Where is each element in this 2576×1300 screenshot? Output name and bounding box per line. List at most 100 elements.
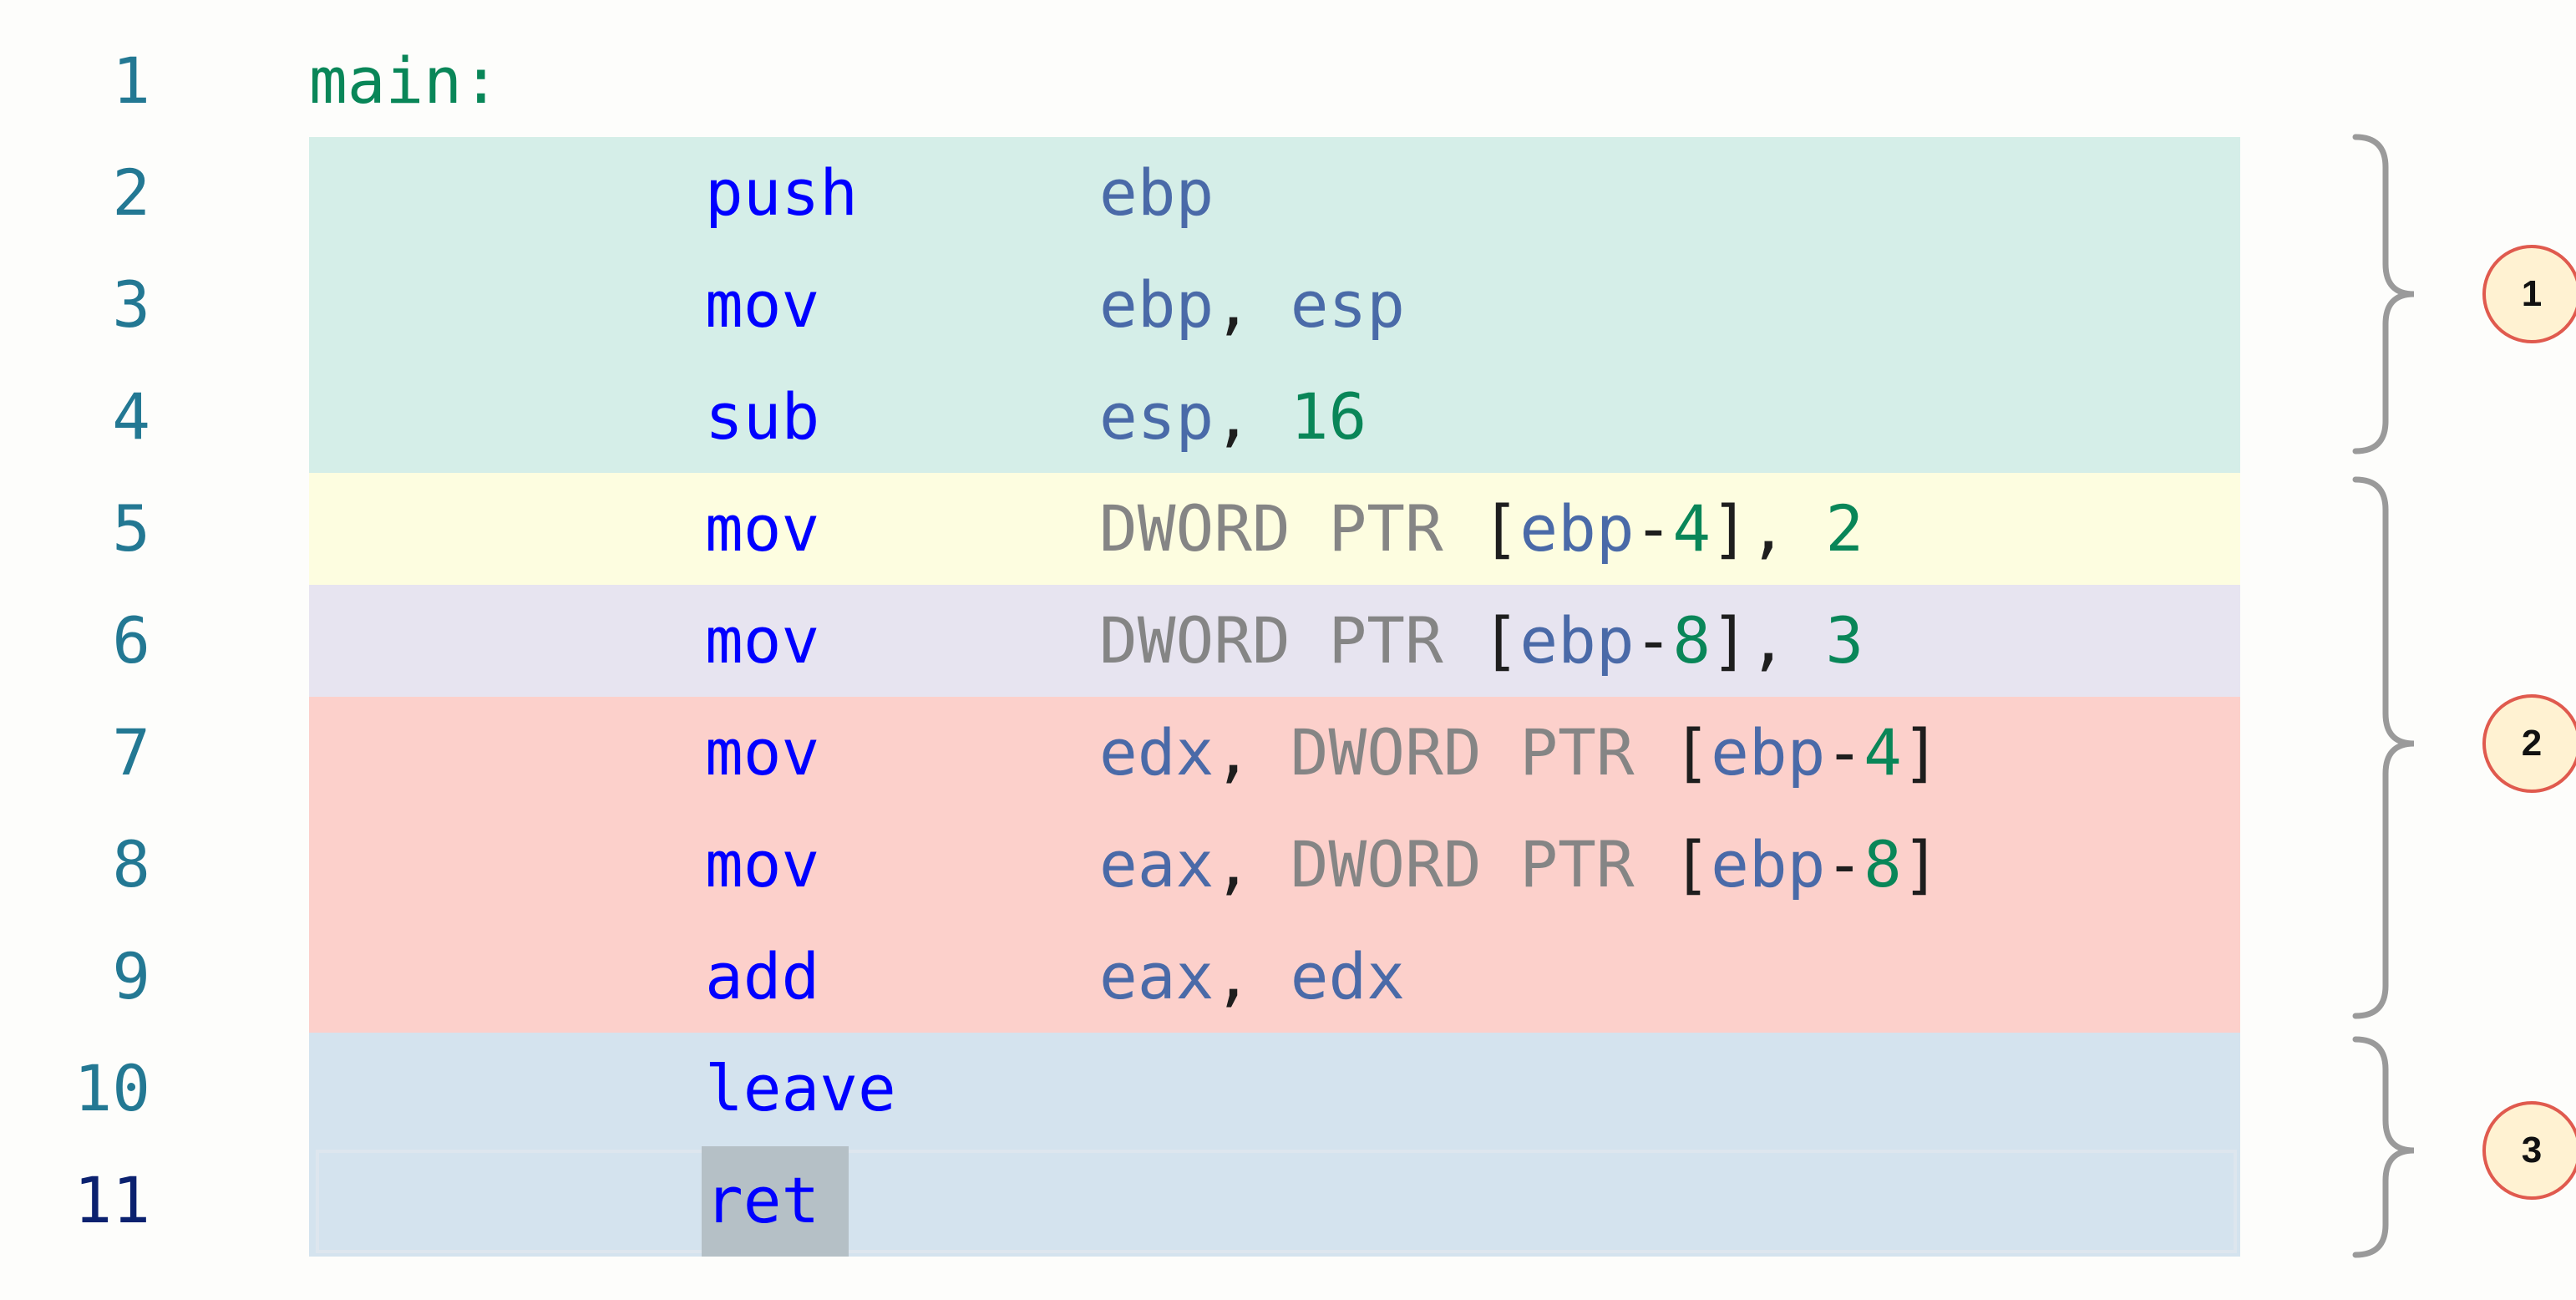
instruction-operands: DWORD PTR [ebp-8], 3 xyxy=(1099,585,1864,697)
brace-1 xyxy=(2352,134,2415,454)
code-line-2[interactable]: 2 push ebp xyxy=(0,137,2255,249)
instruction-operands: edx, DWORD PTR [ebp-4] xyxy=(1099,697,1940,809)
instruction-operands: eax, edx xyxy=(1099,921,1405,1033)
code-line-4[interactable]: 4 sub esp, 16 xyxy=(0,361,2255,473)
instruction-mnemonic: mov xyxy=(705,827,820,901)
operand-token: DWORD PTR xyxy=(1099,603,1482,678)
line-number: 9 xyxy=(112,939,150,1013)
instruction-operands: ebp, esp xyxy=(1099,249,1405,361)
annotation-marker-2: 2 xyxy=(2482,694,2576,793)
brace-3 xyxy=(2352,1036,2415,1258)
operand-token: DWORD PTR xyxy=(1290,827,1673,901)
instruction-mnemonic: ret xyxy=(705,1163,820,1237)
operand-token: , xyxy=(1214,267,1291,342)
annotation-marker-1: 1 xyxy=(2482,245,2576,343)
instruction-mnemonic: add xyxy=(705,939,820,1013)
line-highlight xyxy=(309,921,2240,1033)
operand-token: - xyxy=(1634,603,1673,678)
operand-token: 4 xyxy=(1864,715,1902,790)
instruction-mnemonic: mov xyxy=(705,603,820,678)
line-number: 4 xyxy=(112,379,150,454)
line-highlight xyxy=(309,361,2240,473)
operand-token: DWORD PTR xyxy=(1290,715,1673,790)
current-line-border xyxy=(316,1150,2237,1253)
brace-2 xyxy=(2352,476,2415,1019)
line-number: 2 xyxy=(112,155,150,230)
operand-token: , xyxy=(1214,715,1291,790)
instruction-mnemonic: mov xyxy=(705,491,820,566)
operand-token: ebp xyxy=(1711,827,1826,901)
instruction-mnemonic: sub xyxy=(705,379,820,454)
operand-token: [ xyxy=(1672,715,1711,790)
instruction-operands: ebp xyxy=(1099,137,1214,249)
code-line-5[interactable]: 5 mov DWORD PTR [ebp-4], 2 xyxy=(0,473,2255,585)
instruction-mnemonic: mov xyxy=(705,267,820,342)
operand-token: - xyxy=(1825,827,1864,901)
operand-token: [ xyxy=(1481,491,1520,566)
code-label: main: xyxy=(309,43,500,118)
operand-token: DWORD PTR xyxy=(1099,491,1482,566)
code-line-9[interactable]: 9 add eax, edx xyxy=(0,921,2255,1033)
operand-token: - xyxy=(1825,715,1864,790)
line-number: 6 xyxy=(112,603,150,678)
operand-token: edx xyxy=(1099,715,1214,790)
operand-token: 8 xyxy=(1672,603,1711,678)
line-highlight xyxy=(309,585,2240,697)
operand-token: 16 xyxy=(1290,379,1367,454)
line-number: 7 xyxy=(112,715,150,790)
operand-token: eax xyxy=(1099,827,1214,901)
operand-token: , xyxy=(1214,379,1291,454)
instruction-operands: DWORD PTR [ebp-4], 2 xyxy=(1099,473,1864,585)
line-number: 5 xyxy=(112,491,150,566)
code-line-11[interactable]: 11 ret xyxy=(0,1145,2255,1257)
line-number: 11 xyxy=(74,1163,150,1237)
line-highlight xyxy=(309,697,2240,809)
operand-token: ebp xyxy=(1519,603,1635,678)
code-line-10[interactable]: 10 leave xyxy=(0,1033,2255,1145)
line-highlight xyxy=(309,1145,2240,1257)
line-highlight xyxy=(309,809,2240,921)
line-highlight xyxy=(309,249,2240,361)
operand-token: , xyxy=(1214,827,1291,901)
line-number: 8 xyxy=(112,827,150,901)
operand-token: esp xyxy=(1290,267,1406,342)
operand-token: - xyxy=(1634,491,1673,566)
operand-token: esp xyxy=(1099,379,1214,454)
code-line-3[interactable]: 3 mov ebp, esp xyxy=(0,249,2255,361)
operand-token: [ xyxy=(1481,603,1520,678)
code-line-7[interactable]: 7 mov edx, DWORD PTR [ebp-4] xyxy=(0,697,2255,809)
line-number: 10 xyxy=(74,1051,150,1125)
operand-token: ] xyxy=(1901,715,1940,790)
instruction-mnemonic: leave xyxy=(705,1051,896,1125)
operand-token: 4 xyxy=(1672,491,1711,566)
line-number: 3 xyxy=(112,267,150,342)
code-line-6[interactable]: 6 mov DWORD PTR [ebp-8], 3 xyxy=(0,585,2255,697)
line-number: 1 xyxy=(112,43,150,118)
operand-token: ], xyxy=(1711,603,1826,678)
code-line-1[interactable]: 1 main: xyxy=(0,25,2255,137)
operand-token: edx xyxy=(1290,939,1406,1013)
operand-token: eax xyxy=(1099,939,1214,1013)
line-highlight xyxy=(309,473,2240,585)
operand-token: 2 xyxy=(1825,491,1864,566)
operand-token: ebp xyxy=(1099,267,1214,342)
instruction-mnemonic: mov xyxy=(705,715,820,790)
word-selection xyxy=(702,1146,849,1257)
operand-token: ] xyxy=(1901,827,1940,901)
line-highlight xyxy=(309,1033,2240,1145)
instruction-operands: esp, 16 xyxy=(1099,361,1367,473)
instruction-mnemonic: push xyxy=(705,155,859,230)
operand-token: 8 xyxy=(1864,827,1902,901)
operand-token: 3 xyxy=(1825,603,1864,678)
operand-token: , xyxy=(1214,939,1291,1013)
operand-token: ebp xyxy=(1519,491,1635,566)
operand-token: ebp xyxy=(1099,155,1214,230)
line-highlight xyxy=(309,137,2240,249)
operand-token: [ xyxy=(1672,827,1711,901)
operand-token: ], xyxy=(1711,491,1826,566)
code-editor[interactable]: 1 main: 2 push ebp 3 mov ebp, esp 4 sub esp, 16 5 mo… xyxy=(0,0,2255,1300)
operand-token: ebp xyxy=(1711,715,1826,790)
instruction-operands: eax, DWORD PTR [ebp-8] xyxy=(1099,809,1940,921)
annotation-marker-3: 3 xyxy=(2482,1101,2576,1200)
